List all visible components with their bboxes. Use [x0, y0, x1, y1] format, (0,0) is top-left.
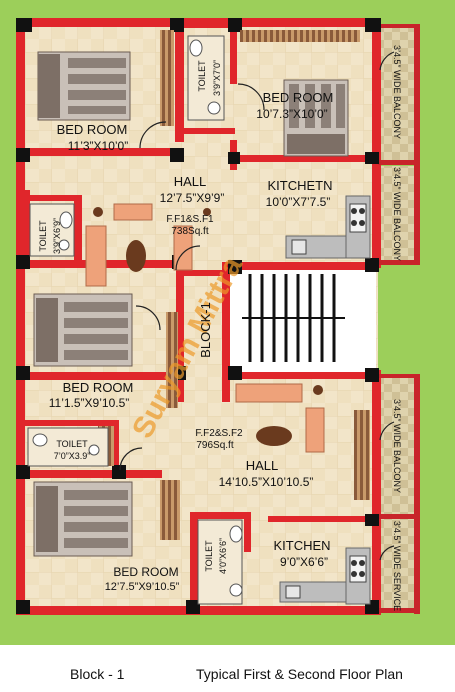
toilet-4-name: TOILET	[204, 540, 214, 572]
service-label: 3’4.5” WIDE SERVICE	[392, 521, 402, 611]
hall-1-dims: 12’7.5”X9’9”	[160, 191, 225, 205]
toilet-3-dims: 7’0”X3.9”	[54, 451, 91, 461]
kitchen-1-name: KITCHETN	[268, 178, 333, 193]
kitchen-2-name: KITCHEN	[273, 538, 330, 553]
toilet-1-name: TOILET	[197, 60, 207, 92]
floor-plan: Suryam Mittra BED ROOM 11’3”X10’0” BED R…	[0, 0, 455, 645]
bed-1	[37, 51, 131, 121]
balcony-2-label: 3’4.5” WIDE BALCONY	[392, 167, 402, 261]
toilet-2-dims: 3’9”X6’9”	[52, 218, 62, 254]
hall-1-name: HALL	[174, 174, 207, 189]
footer-block: Block - 1	[70, 666, 125, 682]
hall-2-dims: 14’10.5”X10’10.5”	[219, 475, 314, 489]
bed-room-1-name: BED ROOM	[57, 122, 128, 137]
toilet-3-name: TOILET	[56, 439, 88, 449]
hall-2-name: HALL	[246, 458, 279, 473]
bed-4	[33, 481, 133, 557]
balcony-3-label: 3’4.5” WIDE BALCONY	[392, 399, 402, 493]
bed-room-3-dims: 11’1.5”X9’10.5”	[49, 396, 130, 410]
kitchen-2-counter	[279, 547, 371, 605]
flat-2-code: F.F2&S.F2	[195, 428, 243, 439]
bed-room-2-name: BED ROOM	[263, 90, 334, 105]
flat-1-code: F.F1&S.F1	[166, 214, 214, 225]
bed-room-3-name: BED ROOM	[63, 380, 134, 395]
bed-2	[283, 79, 349, 157]
kitchen-1-dims: 10’0”X7’7.5”	[266, 195, 331, 209]
balcony-1-label: 3’4.5” WIDE BALCONY	[392, 45, 402, 139]
bed-room-2-dims: 10’7.3”X10’0”	[256, 107, 327, 121]
kitchen-2-dims: 9’0”X6’6”	[280, 555, 328, 569]
kitchen-1-counter	[285, 195, 371, 259]
flat-1-area: 738Sq.ft	[171, 226, 208, 237]
toilet-4-dims: 4’0”X6’6”	[218, 538, 228, 574]
bed-room-1-dims: 11’3”X10’0”	[68, 139, 128, 153]
toilet-2-name: TOILET	[38, 220, 48, 252]
flat-2-area: 796Sq.ft	[196, 440, 233, 451]
hall-2-furniture	[235, 383, 325, 453]
footer-title: Typical First & Second Floor Plan	[196, 666, 403, 682]
staircase	[228, 266, 376, 374]
toilet-1-dims: 3’9”X7’0”	[212, 60, 222, 96]
bed-room-4-dims: 12’7.5”X9’10.5”	[105, 581, 180, 593]
toilet-fixtures	[27, 35, 243, 605]
bed-3	[33, 293, 133, 367]
footer: Block - 1 Typical First & Second Floor P…	[0, 645, 455, 692]
bed-room-4-name: BED ROOM	[113, 565, 178, 579]
door-swings	[119, 51, 395, 561]
hall-1-furniture	[85, 203, 211, 287]
columns	[16, 18, 381, 614]
block-label: BLOCK-1	[198, 302, 213, 358]
